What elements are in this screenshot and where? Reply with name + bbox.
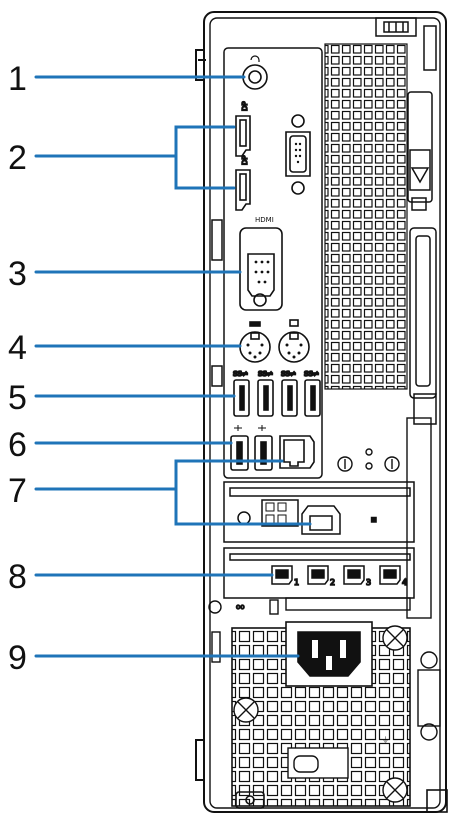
top-clip (375, 17, 437, 71)
callout-5: 5 (8, 379, 27, 417)
callout-lines (34, 75, 312, 658)
slot-cover: oo (208, 597, 411, 615)
vent-grille (324, 43, 408, 390)
callout-3: 3 (8, 255, 27, 293)
io-panel (211, 47, 323, 479)
usb3-label-1: SS⇌ (233, 370, 248, 378)
svg-text:⊞: ⊞ (371, 516, 377, 524)
psu-screws: ⏚ (233, 625, 441, 803)
serial-port-upper (285, 114, 311, 195)
ethernet-port-onboard (279, 435, 315, 469)
callout-1: 1 (8, 60, 27, 98)
audio-jack (242, 55, 268, 90)
side-latch (407, 91, 437, 425)
mdp-index-1: 1 (294, 578, 299, 587)
power-connector (285, 621, 373, 687)
svg-text:DP: DP (241, 101, 249, 111)
svg-text:oo: oo (236, 603, 245, 611)
usb3-ports: SS⇌ SS⇌ SS⇌ SS⇌ (232, 369, 321, 417)
callout-4: 4 (8, 329, 27, 367)
callout-7: 7 (8, 472, 27, 510)
serial-port-vga (239, 227, 283, 311)
svg-text:DP: DP (241, 155, 249, 165)
usb3-label-3: SS⇌ (281, 370, 296, 378)
chassis-feet (235, 789, 448, 813)
callout-6: 6 (8, 426, 27, 464)
displayport-ports: DP DP (235, 101, 251, 211)
mdp-index-3: 3 (366, 578, 371, 587)
usb2-ports (230, 425, 273, 471)
callout-9: 9 (8, 639, 27, 677)
mdp-index-4: 4 (402, 578, 407, 587)
callout-numbers: 1 2 3 4 5 6 7 8 9 (8, 60, 27, 677)
callout-8: 8 (8, 558, 27, 596)
usb3-label-2: SS⇌ (258, 370, 273, 378)
usb3-label-4: SS⇌ (304, 370, 319, 378)
svg-text:⏚: ⏚ (382, 736, 389, 744)
callout-2: 2 (8, 139, 27, 177)
hdmi-label: HDMI (255, 216, 274, 224)
chassis (195, 11, 447, 813)
mini-displayport-card: 1 2 3 4 (223, 547, 415, 599)
ps2-ports (239, 319, 310, 363)
network-card: ⊞ (223, 481, 415, 543)
chassis-screws (337, 417, 432, 619)
mdp-index-2: 2 (330, 578, 335, 587)
